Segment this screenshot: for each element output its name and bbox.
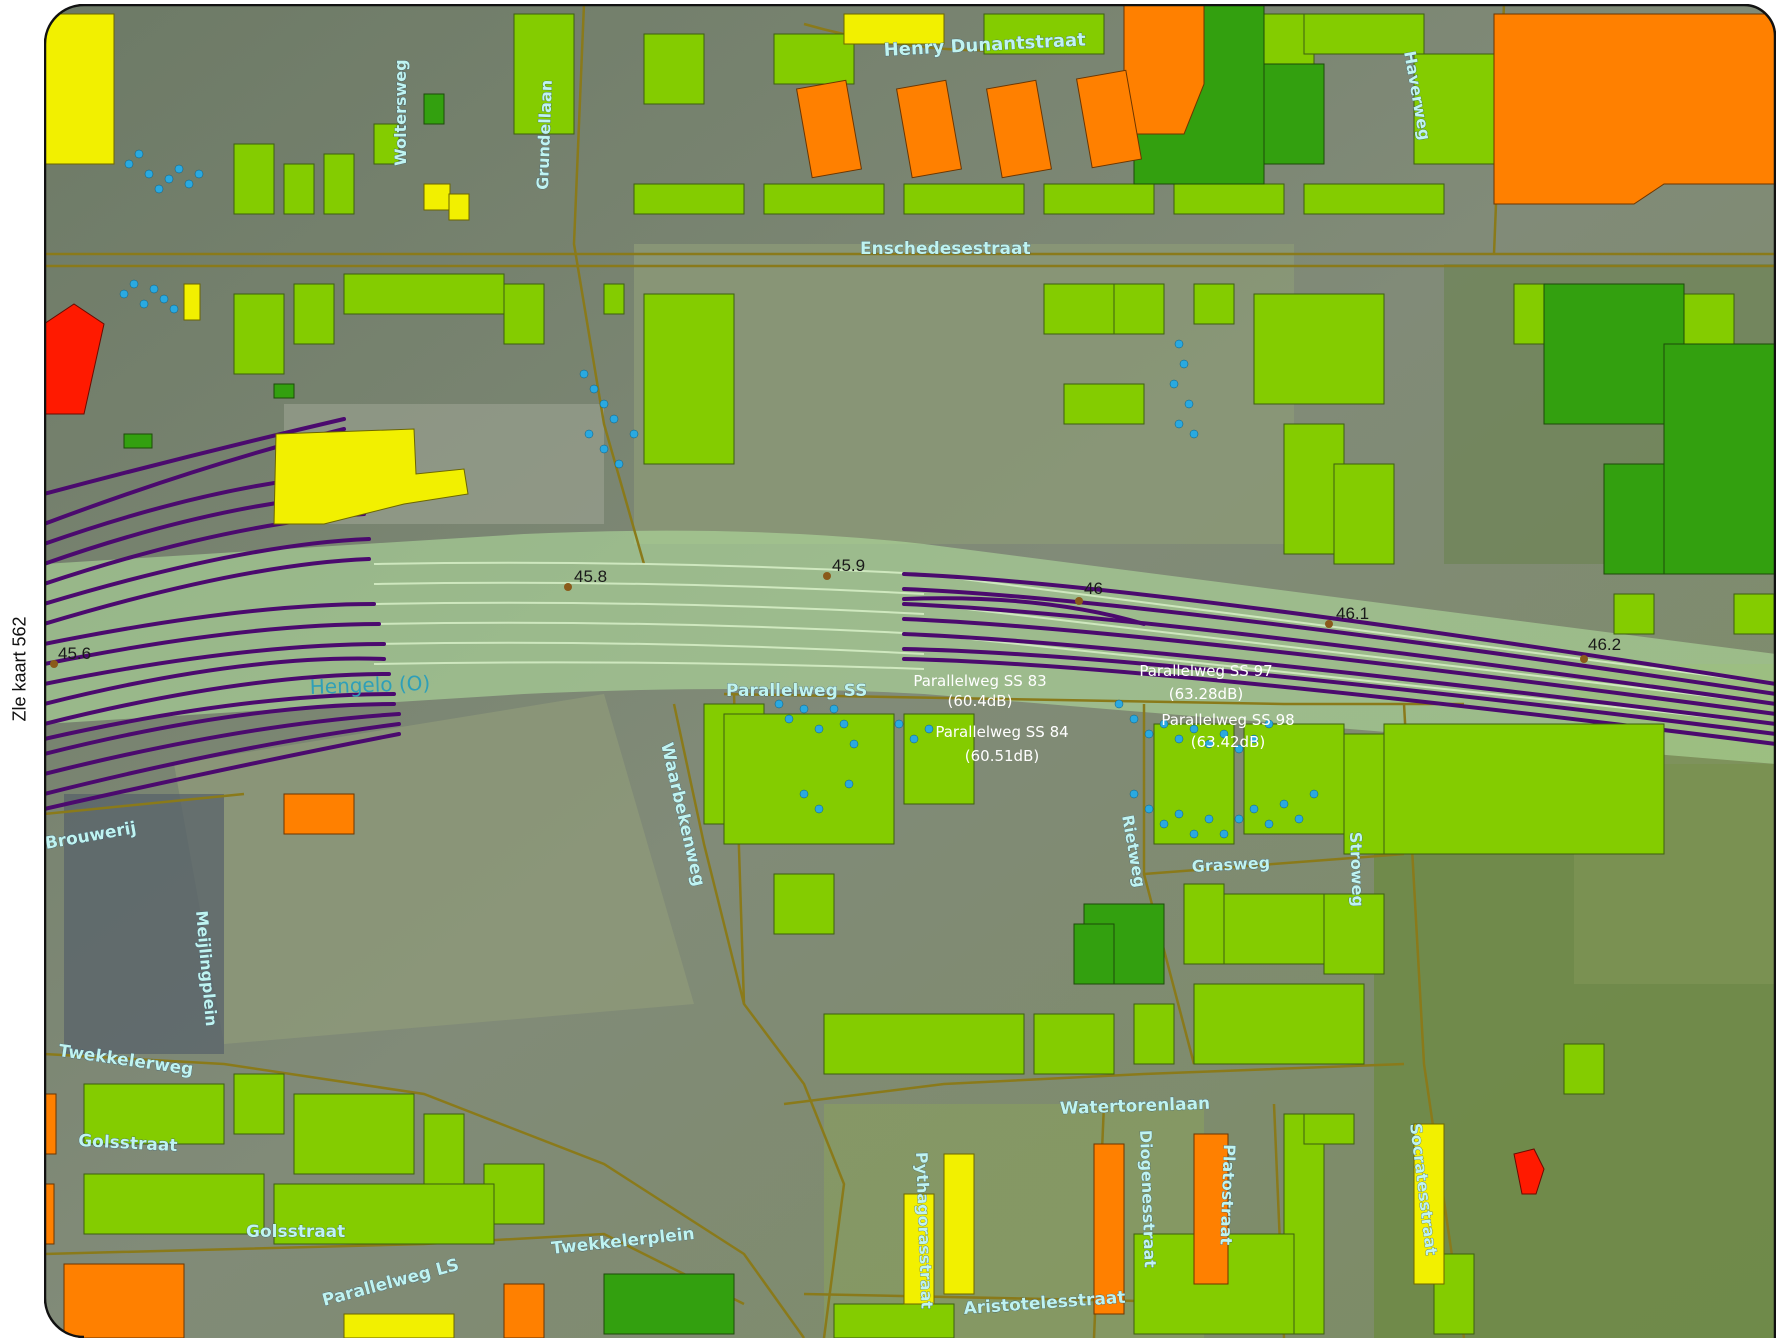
receiver-label-ss84-name: Parallelweg SS 84 — [935, 723, 1068, 741]
km-dots — [50, 572, 1588, 668]
km-marker-45-8: 45.8 — [574, 567, 607, 586]
street-label-grundellaan: Grundellaan — [533, 79, 556, 190]
street-label-golsstraat-north: Golsstraat — [78, 1131, 178, 1156]
receiver-label-ss98-name: Parallelweg SS 98 — [1161, 711, 1294, 729]
street-label-parallelweg-ss: Parallelweg SS — [726, 681, 867, 701]
frame-border — [44, 4, 1776, 1338]
street-label-stroweg: Stroweg — [1346, 831, 1368, 907]
receiver-label-ss98-value: (63.42dB) — [1191, 733, 1265, 751]
street-label-grasweg: Grasweg — [1191, 853, 1270, 876]
receiver-label-ss97-name: Parallelweg SS 97 — [1139, 662, 1272, 680]
buildings-high — [44, 13, 1445, 1338]
km-marker-46-2: 46.2 — [1588, 635, 1621, 654]
receiver-label-ss83-name: Parallelweg SS 83 — [913, 672, 1046, 690]
parking-dark — [64, 794, 224, 1054]
rail-thin — [373, 561, 1776, 725]
km-marker-45-6: 45.6 — [58, 644, 91, 663]
buildings-highest — [44, 303, 1545, 1195]
map-content — [44, 4, 1776, 1338]
grass-field — [174, 694, 694, 1044]
receiver-points — [119, 149, 1319, 839]
km-marker-46-1: 46.1 — [1336, 604, 1369, 623]
street-label-pythagorasstraat: Pythagorasstraat — [912, 1151, 936, 1309]
side-label: Zle kaart 562 — [9, 616, 30, 722]
street-label-watertorenlaan: Watertorenlaan — [1059, 1094, 1210, 1119]
street-label-golsstraat-south: Golsstraat — [246, 1222, 345, 1242]
street-label-woltersweg: Woltersweg — [391, 59, 410, 166]
km-marker-45-9: 45.9 — [832, 556, 865, 575]
station-label: Hengelo (O) — [309, 671, 430, 699]
km-marker-46: 46 — [1084, 579, 1103, 598]
map-frame[interactable]: Henry Dunantstraat Woltersweg Grundellaa… — [44, 4, 1776, 1338]
street-label-enschedesestraat: Enschedesestraat — [860, 239, 1031, 259]
receiver-label-ss97-value: (63.28dB) — [1169, 685, 1243, 703]
receiver-label-ss83-value: (60.4dB) — [948, 692, 1013, 710]
buildings-higher — [44, 4, 1776, 1338]
receiver-label-ss84-value: (60.51dB) — [965, 747, 1039, 765]
street-label-platostraat: Platostraat — [1216, 1144, 1239, 1246]
